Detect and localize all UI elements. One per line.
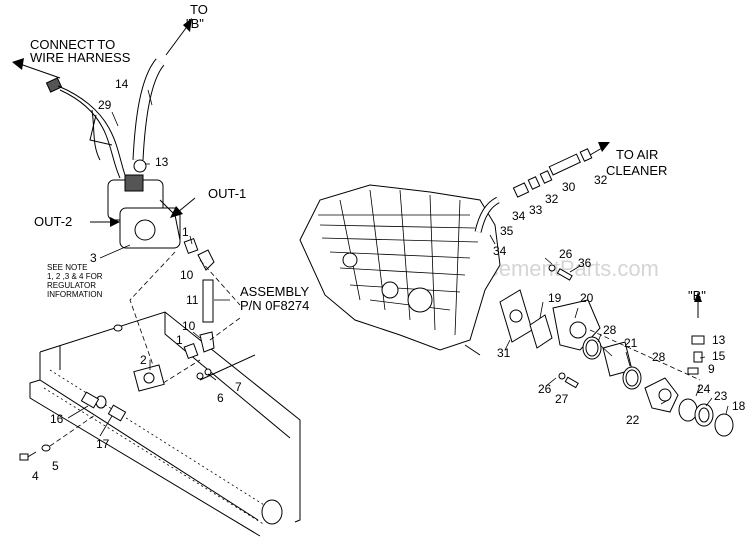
callout-21: 21: [624, 336, 638, 350]
callout-5: 5: [52, 459, 59, 473]
note-line: CLEANER: [606, 163, 667, 178]
callout-34: 34: [493, 244, 507, 258]
callout-33: 33: [529, 203, 543, 217]
callout-19: 19: [548, 291, 562, 305]
label-out-2: OUT-2: [34, 214, 72, 229]
bolt-4: [19, 414, 96, 461]
base-frame: [29, 311, 301, 537]
label-out-1: OUT-1: [208, 186, 246, 201]
label-detail-b: "B": [688, 288, 706, 303]
regulator-assembly: [107, 174, 181, 249]
callout-18: 18: [732, 399, 746, 413]
wire-harness: [45, 77, 126, 179]
callout-24: 24: [697, 382, 711, 396]
callout-32: 32: [545, 192, 559, 206]
callout-1: 1: [176, 333, 183, 347]
callouts: 14 29 13 3 1 10 11 10 1 2 7 6 16 17 5 4 …: [32, 77, 746, 483]
callout-20: 20: [580, 291, 594, 305]
note-line: TO AIR: [616, 147, 658, 162]
callout-31: 31: [497, 346, 511, 360]
bracket-2: [133, 364, 212, 392]
note-to-air-cleaner: TO AIR CLEANER: [606, 147, 667, 178]
callout-26: 26: [538, 382, 552, 396]
note-to-b: TO "B": [186, 2, 211, 31]
callout-35: 35: [500, 224, 514, 238]
callout-10: 10: [182, 319, 196, 333]
callout-27: 27: [555, 392, 569, 406]
callout-3: 3: [90, 251, 97, 265]
pipe-assembly: [129, 238, 241, 386]
callout-28: 28: [603, 323, 617, 337]
callout-14: 14: [115, 77, 129, 91]
air-cleaner-hose: [474, 148, 593, 233]
callout-13: 13: [712, 333, 726, 347]
callout-7: 7: [235, 380, 242, 394]
clamp-sleeve-assembly: [582, 329, 701, 413]
callout-11: 11: [186, 293, 199, 307]
note-line: "B": [186, 16, 204, 31]
engine: [299, 184, 501, 356]
leader-lines: [67, 89, 729, 437]
detail-b-parts: [678, 292, 734, 437]
note-connect-wire-harness: CONNECT TO WIRE HARNESS: [30, 37, 131, 65]
callout-23: 23: [714, 389, 728, 403]
callout-17: 17: [96, 437, 110, 451]
note-line: ASSEMBLY: [240, 284, 309, 299]
note-assembly: ASSEMBLY P/N 0F8274: [240, 284, 313, 313]
callout-36: 36: [578, 256, 592, 270]
arrows: [12, 18, 610, 227]
callout-15: 15: [712, 349, 726, 363]
note-see-regulator: SEE NOTE 1, 2 ,3 & 4 FOR REGULATOR INFOR…: [47, 263, 105, 299]
note-line: WIRE HARNESS: [30, 50, 131, 65]
callout-10: 10: [180, 268, 194, 282]
callout-2: 2: [140, 353, 147, 367]
callout-4: 4: [32, 469, 39, 483]
callout-16: 16: [50, 412, 64, 426]
note-line: CONNECT TO: [30, 37, 115, 52]
note-line: TO: [190, 2, 208, 17]
callout-34: 34: [512, 209, 526, 223]
callout-9: 9: [708, 362, 715, 376]
callout-6: 6: [217, 391, 224, 405]
callout-26: 26: [559, 247, 573, 261]
callout-30: 30: [562, 180, 576, 194]
callout-32: 32: [594, 173, 608, 187]
callout-29: 29: [98, 98, 112, 112]
callout-22: 22: [626, 413, 640, 427]
note-line: SEE NOTE: [47, 263, 87, 272]
note-line: REGULATOR: [47, 281, 96, 290]
callout-1: 1: [182, 225, 189, 239]
callout-13: 13: [155, 155, 169, 169]
note-line: INFORMATION: [47, 290, 103, 299]
callout-28: 28: [652, 350, 666, 364]
note-line: P/N 0F8274: [240, 298, 309, 313]
screws: [548, 264, 579, 389]
note-line: 1, 2 ,3 & 4 FOR: [47, 272, 103, 281]
hose-14: [132, 58, 165, 173]
